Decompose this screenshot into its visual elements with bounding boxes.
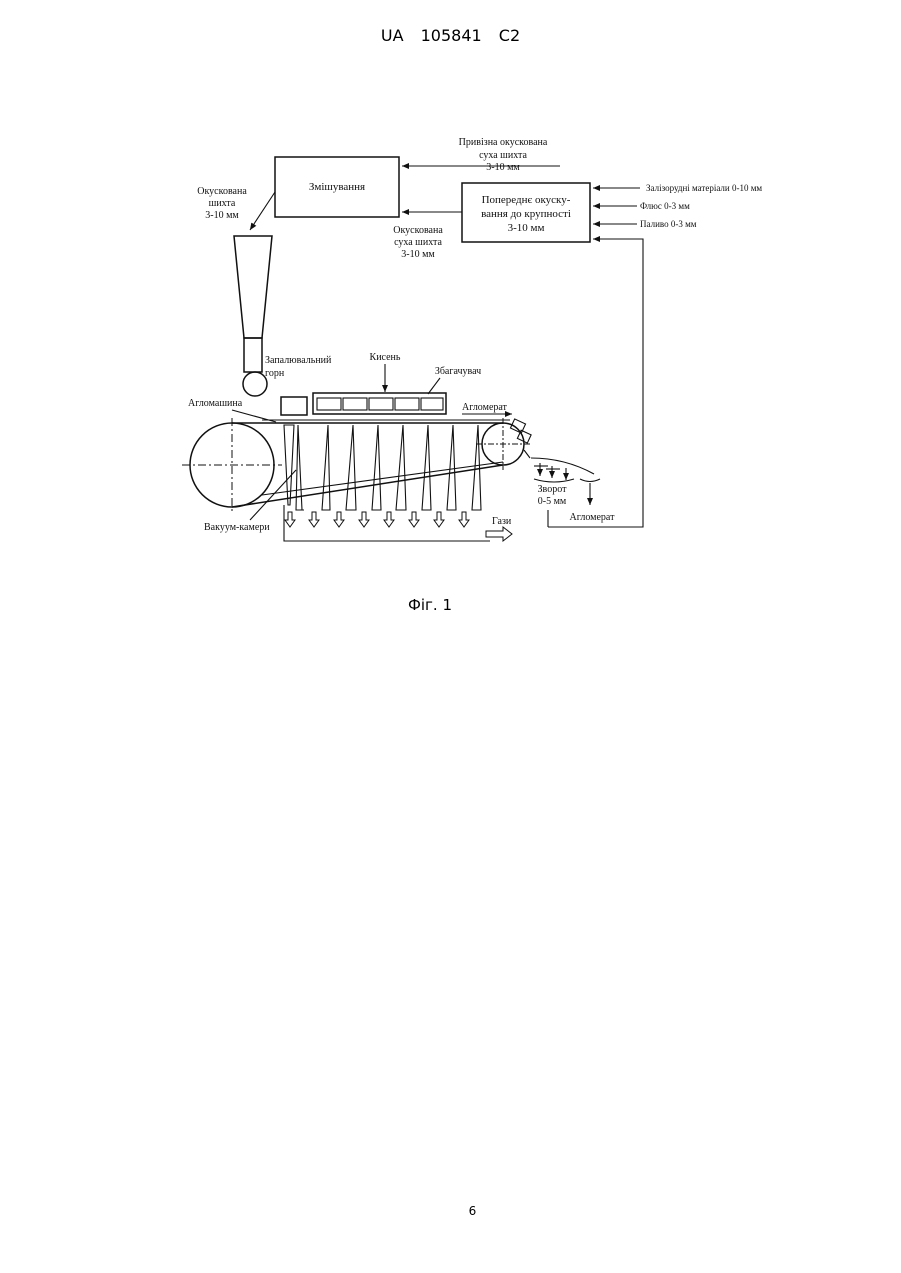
flux-label: Флюс 0-3 мм [640,201,690,211]
enricher-cell-5 [421,398,443,410]
oxygen-enricher-hood [313,393,446,414]
pelletized-charge-label-3: 3-10 мм [205,210,239,221]
enricher-pointer [428,378,440,394]
ignition-furnace-label-1: Запалювальний [265,355,332,366]
figure-caption: Фіг. 1 [0,596,860,614]
feed-drum [243,372,267,396]
return-label-2: 0-5 мм [538,496,567,507]
imported-charge-label-2: суха шихта [479,150,527,161]
sinter-machine-label: Агломашина [188,398,243,409]
sinter-bracket [580,479,600,482]
return-bracket [534,479,574,482]
dry-charge-label-3: 3-10 мм [401,249,435,260]
dry-charge-label-2: суха шихта [394,237,442,248]
ignition-furnace-label-2: горн [265,368,285,379]
imported-charge-label-1: Привізна окускована [459,137,548,148]
charge-hopper [234,236,272,338]
enricher-cell-1 [317,398,341,410]
oxygen-label: Кисень [370,352,401,363]
hopper-spout [244,338,262,372]
process-diagram: Змішування Попереднє окуску- вання до кр… [0,0,901,620]
belt-bottom-2 [262,462,503,495]
pre-pelletizing-label-line3: 3-10 мм [508,222,545,234]
sinter-output-label-bottom: Агломерат [570,512,616,523]
sinter-output-label-top: Агломерат [462,402,508,413]
fuel-label: Паливо 0-3 мм [640,219,697,229]
page-number: 6 [0,1204,901,1218]
gases-label: Гази [492,516,512,527]
vacuum-chambers [284,425,481,510]
return-loop-line [593,239,643,527]
discharge-line [524,450,530,458]
iron-ore-label: Залізорудні матеріали 0-10 мм [646,183,762,193]
mixing-label: Змішування [309,181,365,193]
belt-bottom [232,465,503,507]
pelletized-charge-label-2: шихта [209,198,236,209]
pre-pelletizing-label-line2: вання до крупності [481,208,571,220]
enricher-cell-2 [343,398,367,410]
gas-outlet-arrows [285,512,469,527]
mixing-to-hopper-arrow [250,192,275,230]
pre-pelletizing-label-line1: Попереднє окуску- [482,194,571,206]
imported-charge-label-3: 3-10 мм [486,162,520,173]
gas-outlet-arrow [486,527,512,541]
enricher-cell-3 [369,398,393,410]
pelletized-charge-label-1: Окускована [197,186,247,197]
return-label-1: Зворот [538,484,568,495]
enricher-cell-4 [395,398,419,410]
dry-charge-label-1: Окускована [393,225,443,236]
vacuum-chambers-label: Вакуум-камери [204,522,270,533]
ignition-furnace [281,397,307,415]
enricher-label: Збагачувач [435,366,481,377]
